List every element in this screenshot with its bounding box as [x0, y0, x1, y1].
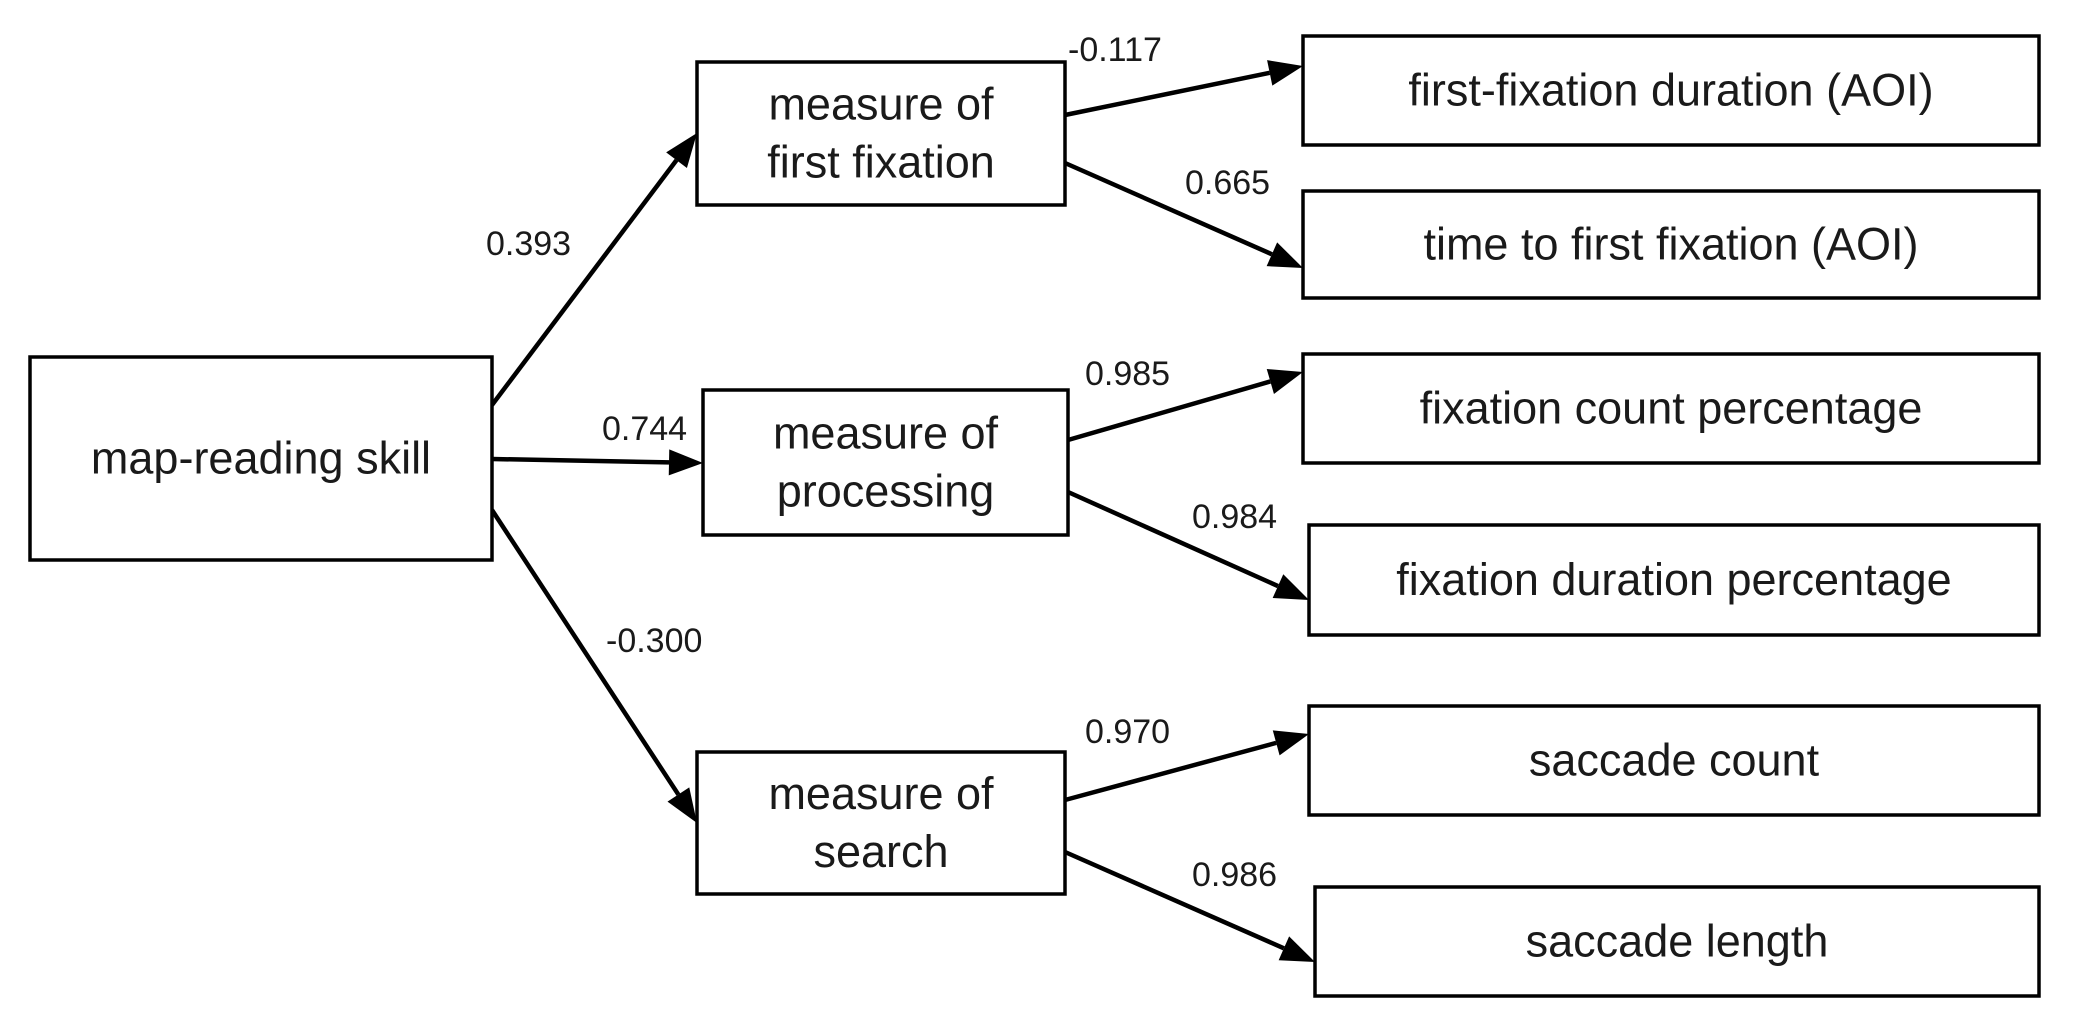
edge-first_fixation-to-ffd: -0.117	[1064, 31, 1303, 118]
edge-skill-to-processing: 0.744	[491, 410, 703, 476]
edge-line	[1067, 379, 1271, 443]
node-box	[701, 388, 1070, 537]
node-fcp: fixation count percentage	[1301, 352, 2041, 465]
edge-line	[1067, 489, 1279, 589]
node-first-fixation: measure of first fixation	[695, 60, 1067, 207]
node-ttff: time to first fixation (AOI)	[1301, 189, 2041, 300]
edge-line	[491, 456, 670, 465]
node-box	[1301, 189, 2041, 300]
path-coefficient-label: -0.117	[1068, 31, 1162, 69]
node-label: measure of	[768, 79, 994, 130]
node-box	[28, 355, 494, 562]
node-ffd: first-fixation duration (AOI)	[1301, 34, 2041, 147]
edge-skill-to-search: -0.300	[490, 508, 702, 823]
node-box	[1301, 352, 2041, 465]
edge-processing-to-fdp: 0.984	[1067, 489, 1309, 600]
arrowhead	[1278, 936, 1315, 962]
node-label: first-fixation duration (AOI)	[1408, 65, 1933, 116]
edge-line	[1064, 849, 1285, 951]
node-box	[1307, 704, 2041, 817]
node-search: measure of search	[695, 750, 1067, 896]
arrowhead	[1266, 368, 1303, 394]
arrowhead	[668, 449, 703, 476]
node-skill: map-reading skill	[28, 355, 494, 562]
edge-processing-to-fcp: 0.985	[1067, 355, 1303, 443]
path-coefficient-label: -0.300	[606, 622, 702, 660]
edge-first_fixation-to-ttff: 0.665	[1064, 160, 1303, 268]
node-box	[1307, 523, 2041, 637]
node-box	[695, 60, 1067, 207]
node-box	[1301, 34, 2041, 147]
node-box	[695, 750, 1067, 896]
arrowhead	[1267, 60, 1303, 86]
path-coefficient-label: 0.985	[1085, 355, 1170, 393]
node-label: first fixation	[767, 137, 995, 188]
path-coefficient-label: 0.393	[486, 225, 571, 263]
node-fdp: fixation duration percentage	[1307, 523, 2041, 637]
arrowhead	[1266, 242, 1303, 268]
arrowhead	[667, 787, 697, 823]
path-coefficient-label: 0.986	[1192, 856, 1277, 894]
node-label: fixation duration percentage	[1396, 554, 1951, 605]
edge-line	[1064, 740, 1277, 803]
node-processing: measure of processing	[701, 388, 1070, 537]
node-label: saccade length	[1526, 916, 1829, 967]
node-label: time to first fixation (AOI)	[1423, 219, 1918, 270]
node-label: measure of	[768, 768, 994, 819]
path-coefficient-label: 0.744	[602, 410, 687, 448]
arrowhead	[666, 133, 697, 168]
edge-line	[490, 158, 679, 407]
node-box	[1313, 885, 2041, 998]
arrowhead	[1272, 730, 1309, 756]
node-label: search	[813, 826, 948, 877]
node-label: map-reading skill	[91, 433, 431, 484]
edge-line	[1064, 160, 1273, 257]
node-sl: saccade length	[1313, 885, 2041, 998]
path-coefficient-label: 0.970	[1085, 713, 1170, 751]
node-label: processing	[777, 466, 995, 517]
node-sc: saccade count	[1307, 704, 2041, 817]
edge-search-to-sl: 0.986	[1064, 849, 1315, 962]
node-label: saccade count	[1529, 735, 1820, 786]
node-label: measure of	[773, 408, 999, 459]
edge-search-to-sc: 0.970	[1064, 713, 1309, 803]
path-coefficient-label: 0.984	[1192, 498, 1277, 536]
arrowhead	[1272, 574, 1309, 600]
node-label: fixation count percentage	[1420, 383, 1923, 434]
path-coefficient-label: 0.665	[1185, 164, 1270, 202]
edge-line	[490, 508, 681, 796]
edge-line	[1064, 70, 1271, 118]
edge-skill-to-first_fixation: 0.393	[486, 133, 697, 407]
